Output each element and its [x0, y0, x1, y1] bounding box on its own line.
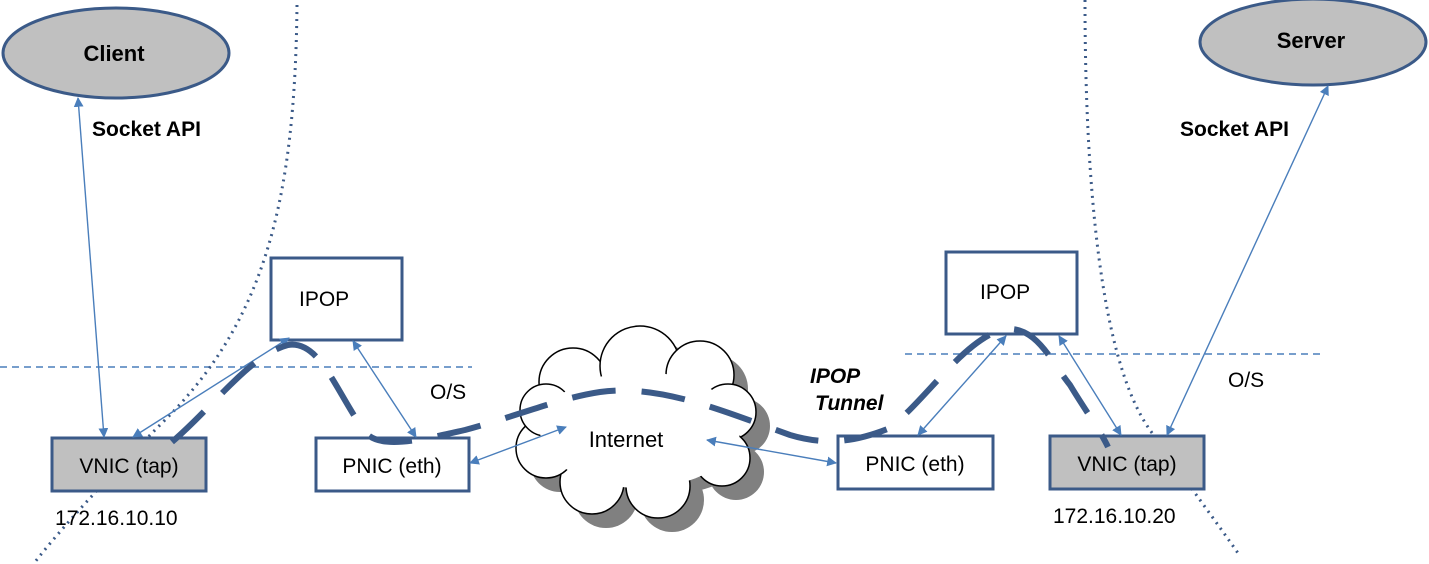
tunnel-label-line2: Tunnel: [815, 392, 885, 415]
client-label: Client: [83, 41, 145, 66]
right-ipop-label: IPOP: [980, 281, 1030, 304]
right-pnic-box: [836, 434, 995, 491]
left-pnic-label: PNIC (eth): [342, 455, 441, 478]
internet-cloud: [515, 325, 770, 532]
left-socket-api-label: Socket API: [92, 118, 201, 141]
left-ipop-box: [269, 256, 404, 342]
arrow-vnic-ipop-left: [132, 337, 290, 438]
right-ipop-box: [944, 250, 1079, 336]
left-pnic-box: [314, 436, 471, 493]
right-vnic-box: [1048, 434, 1206, 491]
right-ip-address: 172.16.10.20: [1053, 505, 1176, 528]
server-node: [1198, 0, 1428, 87]
right-os-label: O/S: [1228, 369, 1264, 392]
left-ipop-label: IPOP: [299, 288, 349, 311]
arrow-internet-pnic-right: [706, 436, 837, 467]
client-node: [1, 6, 231, 100]
tunnel-label-line1: IPOP: [810, 365, 861, 388]
arrow-pnic-ipop-right: [917, 335, 1007, 436]
arrow-client-vnic: [73, 97, 109, 438]
arrow-pnic-internet-left: [469, 425, 567, 465]
left-ip-address: 172.16.10.10: [55, 507, 178, 530]
arrow-ipop-pnic-left: [352, 340, 417, 438]
left-os-label: O/S: [430, 381, 466, 404]
left-vnic-label: VNIC (tap): [79, 455, 178, 478]
right-socket-api-label: Socket API: [1180, 118, 1289, 141]
server-label: Server: [1277, 28, 1346, 53]
arrow-server-vnic: [1166, 85, 1329, 436]
internet-label: Internet: [589, 427, 664, 452]
arrow-ipop-vnic-right: [1058, 335, 1122, 436]
right-pnic-label: PNIC (eth): [865, 453, 964, 476]
left-vnic-box: [50, 436, 208, 493]
user-kernel-boundary-right: [1083, 0, 1242, 557]
right-vnic-label: VNIC (tap): [1077, 453, 1176, 476]
ipop-tunnel-path: [170, 325, 1111, 449]
